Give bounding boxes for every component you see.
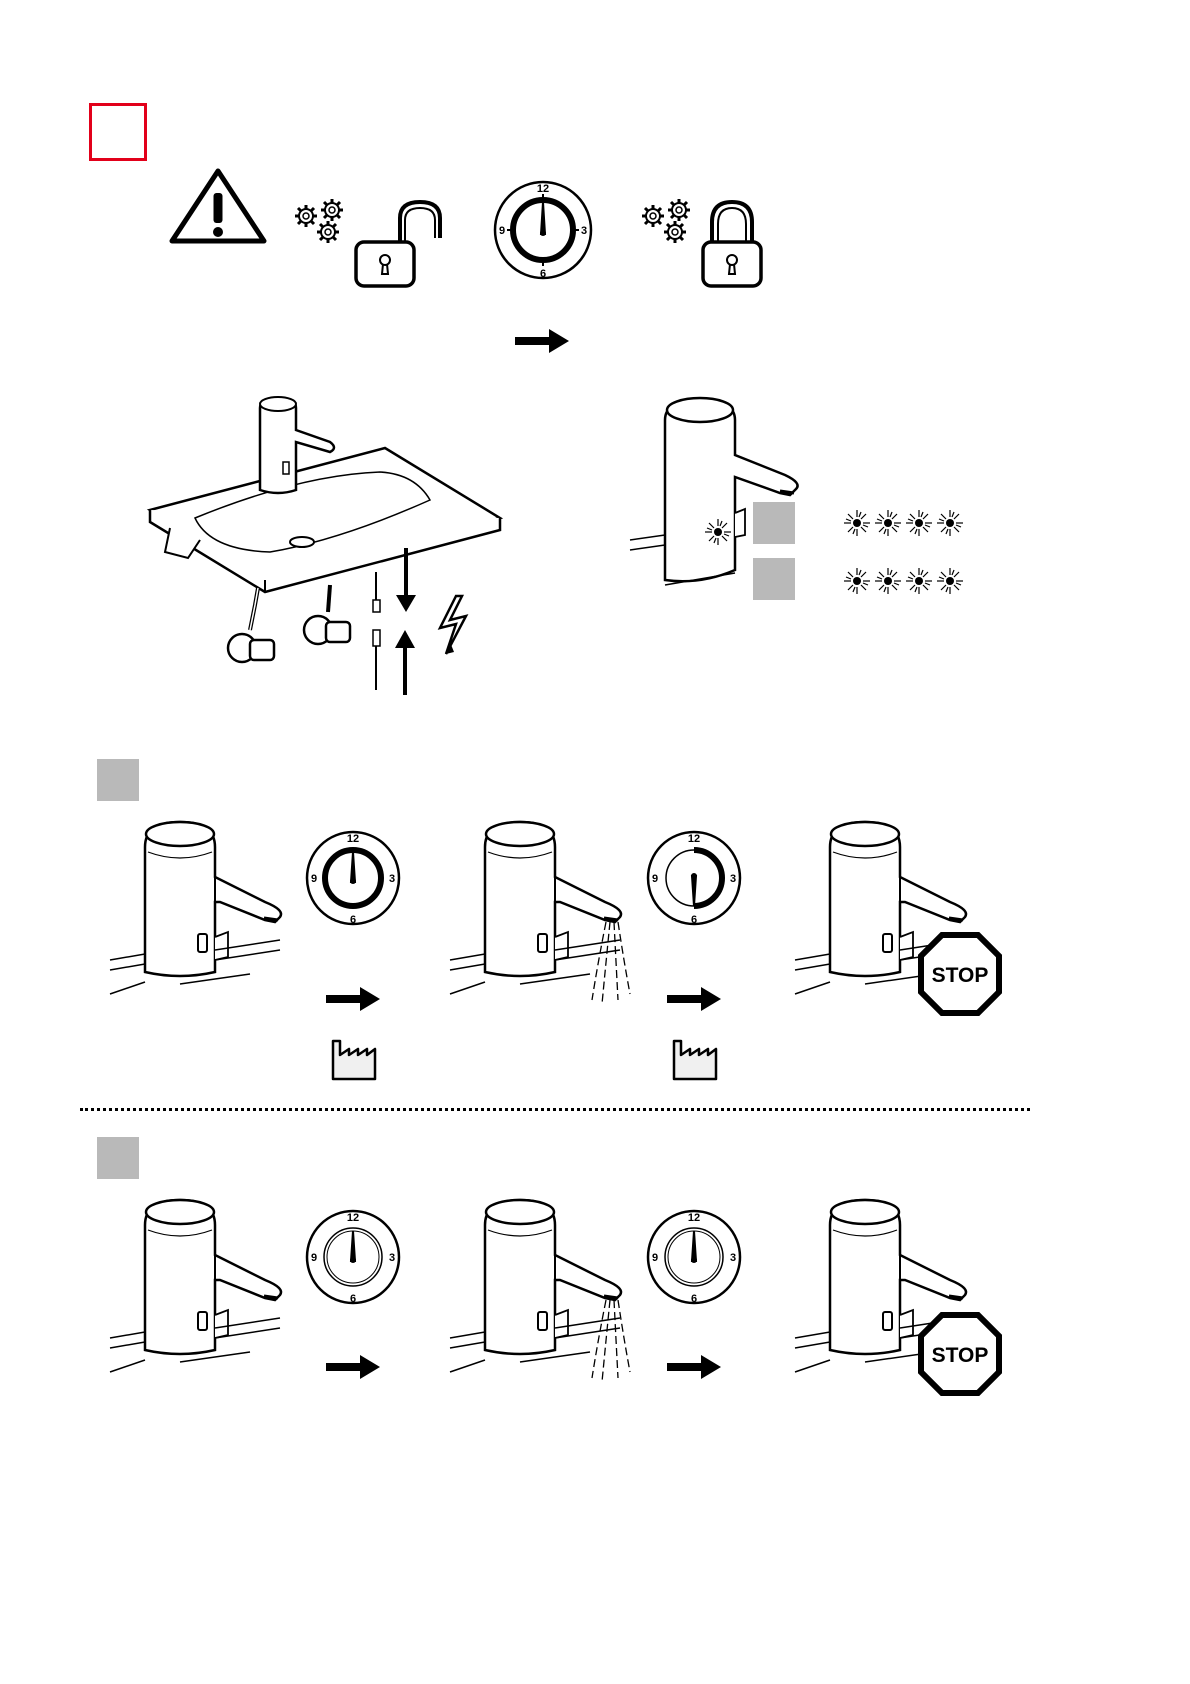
clock-label-6: 6 <box>691 1293 697 1305</box>
stop-sign-icon: STOP <box>918 1312 1002 1396</box>
clock-label-9: 9 <box>311 1252 317 1264</box>
right-arrow-icon <box>515 326 571 356</box>
basin-installation-illustration <box>140 390 480 700</box>
led-blink-sequence <box>840 505 970 605</box>
right-arrow-icon <box>667 984 723 1014</box>
right-arrow-icon <box>326 984 382 1014</box>
clock-label-3: 3 <box>389 873 395 885</box>
section-marker <box>89 103 147 161</box>
clock-label-3: 3 <box>389 1252 395 1264</box>
clock-timer-icon: 12 3 6 9 <box>644 1207 744 1307</box>
clock-label-12: 12 <box>688 1212 700 1224</box>
section-divider <box>80 1108 1030 1111</box>
clock-label-3: 3 <box>730 873 736 885</box>
step-box <box>97 759 139 801</box>
factory-icon <box>671 1035 719 1083</box>
step-box <box>753 502 795 544</box>
clock-label-12: 12 <box>347 1212 359 1224</box>
clock-label-6: 6 <box>540 268 546 280</box>
clock-label-9: 9 <box>652 873 658 885</box>
step-box <box>753 558 795 600</box>
clock-label-6: 6 <box>350 1293 356 1305</box>
clock-label-9: 9 <box>311 873 317 885</box>
clock-label-3: 3 <box>581 225 587 237</box>
clock-label-9: 9 <box>652 1252 658 1264</box>
factory-icon <box>330 1035 378 1083</box>
clock-label-12: 12 <box>688 833 700 845</box>
locked-padlock-icon <box>700 198 770 290</box>
clock-timer-icon: 12 3 6 9 <box>644 828 744 928</box>
clock-label-6: 6 <box>691 914 697 926</box>
clock-label-12: 12 <box>347 833 359 845</box>
gears-icon <box>288 196 348 246</box>
warning-triangle-icon <box>168 165 268 247</box>
stop-label: STOP <box>932 1344 989 1367</box>
gears-icon <box>635 196 695 246</box>
step-box <box>97 1137 139 1179</box>
clock-label-3: 3 <box>730 1252 736 1264</box>
unlocked-padlock-icon <box>352 198 447 290</box>
clock-timer-icon: 12 3 6 9 <box>493 180 593 280</box>
clock-timer-icon: 12 3 6 9 <box>303 828 403 928</box>
stop-sign-icon: STOP <box>918 932 1002 1016</box>
clock-label-12: 12 <box>537 183 549 195</box>
clock-label-9: 9 <box>499 225 505 237</box>
clock-timer-icon: 12 3 6 9 <box>303 1207 403 1307</box>
stop-label: STOP <box>932 964 989 987</box>
clock-label-6: 6 <box>350 914 356 926</box>
right-arrow-icon <box>326 1352 382 1382</box>
right-arrow-icon <box>667 1352 723 1382</box>
